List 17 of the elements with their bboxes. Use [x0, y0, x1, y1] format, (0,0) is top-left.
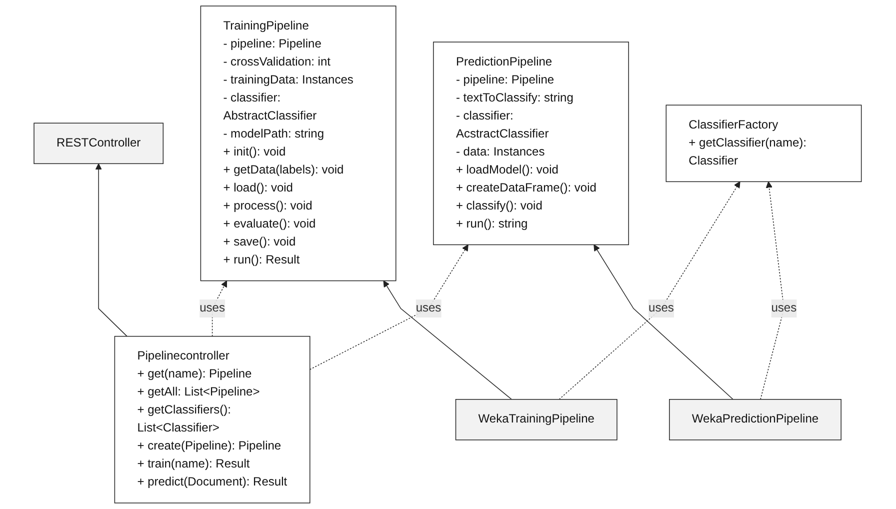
edge-label: uses: [648, 302, 674, 315]
arrow: [594, 244, 734, 400]
arrow: [310, 244, 469, 370]
node-box: WekaPredictionPipeline: [669, 399, 842, 440]
edge-label: uses: [416, 302, 442, 315]
arrow: [760, 181, 785, 400]
arrow: [559, 181, 741, 400]
edge-label: uses: [772, 302, 797, 315]
node-box: TrainingPipeline - pipeline: Pipeline - crossValidation: int - trainingData: Instances - classifier: AbstractClassifier - modelPath: string + init(): void + getData(labels): void + load(): void + process(): void + evaluate(): void + save(): void + run(): Result: [200, 6, 397, 282]
node-box: WekaTrainingPipeline: [456, 399, 618, 440]
node-box: RESTController: [34, 122, 164, 164]
node-box: ClassifierFactory + getClassifier(name): Classifier: [666, 104, 862, 182]
arrow: [96, 163, 128, 337]
node-box: Pipelinecontroller + get(name): Pipeline + getAll: List<Pipeline> + getClassifiers(): List<Classifier> + create(Pipeline): Pipeline + train(name): Result + predict(Document): Result: [114, 336, 311, 504]
node-box: PredictionPipeline - pipeline: Pipeline - textToClassify: string - classifier: AcstractClassifier - data: Instances + loadModel(): void + createDataFrame(): void + classify(): void + run(): string: [433, 42, 630, 246]
edge-label: uses: [200, 302, 226, 315]
arrow: [384, 280, 512, 400]
